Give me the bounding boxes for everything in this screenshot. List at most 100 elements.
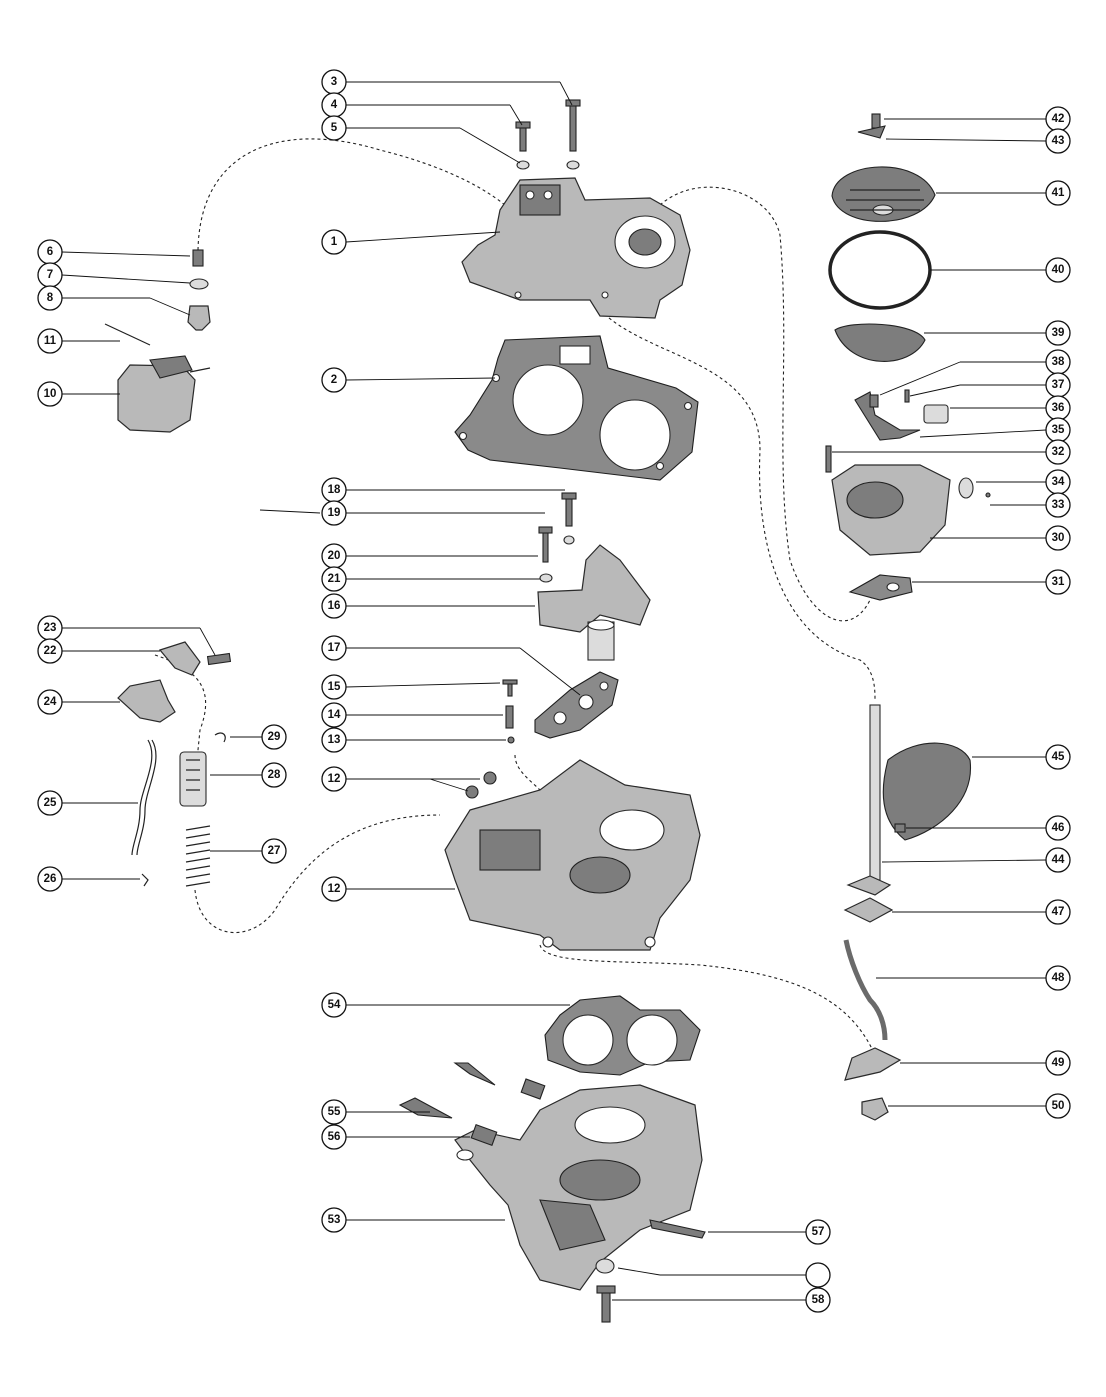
svg-text:40: 40 [1052, 264, 1065, 276]
callout-31: 30 [1045, 525, 1071, 551]
parts-17-22-pump-cluster [534, 492, 651, 739]
callout-37: 36 [1045, 395, 1071, 421]
svg-text:37: 37 [1052, 379, 1065, 391]
svg-text:8: 8 [47, 292, 54, 304]
callout-49: 48 [1045, 965, 1071, 991]
svg-text:5: 5 [331, 122, 338, 134]
callout-27: 26 [37, 866, 63, 892]
part-2-gasket [454, 335, 699, 481]
svg-text:27: 27 [268, 845, 281, 857]
callout-20: 19 [321, 500, 347, 526]
part-1-air-horn [461, 177, 691, 319]
svg-text:57: 57 [812, 1226, 825, 1238]
callout-50: 49 [1045, 1050, 1071, 1076]
svg-text:18: 18 [328, 484, 341, 496]
callout-51: 50 [1045, 1093, 1071, 1119]
svg-text:11: 11 [44, 335, 57, 347]
callout-34: 33 [1045, 492, 1071, 518]
svg-text:29: 29 [268, 731, 281, 743]
svg-text:30: 30 [1052, 532, 1065, 544]
callout-15: 14 [321, 702, 347, 728]
part-12-main-body [444, 759, 701, 951]
svg-text:2: 2 [331, 374, 337, 386]
svg-text:46: 46 [1052, 822, 1065, 834]
parts-54-58-screws [398, 1062, 706, 1323]
callout-52: 53 [321, 1207, 347, 1233]
svg-text:32: 32 [1052, 446, 1065, 458]
svg-text:42: 42 [1052, 113, 1065, 125]
svg-text:34: 34 [1052, 476, 1065, 488]
callout-labels: 3 4 5 1 2 6 7 8 11 10 18 19 20 21 16 17 … [37, 69, 1071, 1313]
callout-40: 39 [1045, 320, 1071, 346]
part-53-gasket [544, 995, 701, 1076]
svg-text:12: 12 [328, 883, 341, 895]
callout-33: 32 [1045, 439, 1071, 465]
callout-24: 23 [37, 615, 63, 641]
svg-text:20: 20 [328, 550, 341, 562]
callout-7: 7 [37, 262, 63, 288]
callout-42: 41 [1045, 180, 1071, 206]
callout-21: 20 [321, 543, 347, 569]
parts-23-30-choke-cluster [117, 641, 232, 887]
callout-19: 18 [321, 477, 347, 503]
svg-text:16: 16 [328, 600, 341, 612]
svg-text:43: 43 [1052, 135, 1065, 147]
callout-2: 2 [321, 367, 347, 393]
svg-text:50: 50 [1052, 1100, 1065, 1112]
parts-31-44-pump-cover [825, 113, 991, 601]
callout-53: 54 [321, 992, 347, 1018]
svg-text:58: 58 [812, 1294, 825, 1306]
svg-text:35: 35 [1052, 424, 1065, 436]
callout-44: 43 [1045, 128, 1071, 154]
svg-text:39: 39 [1052, 327, 1065, 339]
svg-text:28: 28 [268, 769, 281, 781]
callout-57: 58 [805, 1287, 831, 1313]
callout-22: 21 [321, 566, 347, 592]
callout-5: 5 [321, 115, 347, 141]
callout-47: 46 [1045, 815, 1071, 841]
callout-25: 24 [37, 689, 63, 715]
svg-text:56: 56 [328, 1131, 341, 1143]
svg-text:12: 12 [328, 773, 341, 785]
svg-text:31: 31 [1052, 576, 1065, 588]
callout-55: 56 [321, 1124, 347, 1150]
parts-10-11-float [104, 323, 211, 433]
svg-text:45: 45 [1052, 751, 1065, 763]
callout-45: 44 [1045, 847, 1071, 873]
callout-11: 11 [37, 328, 63, 354]
callout-48: 47 [1045, 899, 1071, 925]
callout-43: 42 [1045, 106, 1071, 132]
svg-text:6: 6 [47, 246, 53, 258]
svg-text:15: 15 [328, 681, 341, 693]
parts-14-15-16-small [502, 679, 518, 744]
svg-text:4: 4 [331, 99, 338, 111]
callout-39: 38 [1045, 349, 1071, 375]
callout-1: 1 [321, 229, 347, 255]
callout-56: 57 [805, 1219, 831, 1245]
svg-text:22: 22 [44, 645, 57, 657]
callout-16: 15 [321, 674, 347, 700]
callout-38: 37 [1045, 372, 1071, 398]
svg-text:48: 48 [1052, 972, 1065, 984]
callout-3: 3 [321, 69, 347, 95]
callout-35: 34 [1045, 469, 1071, 495]
callout-32: 31 [1045, 569, 1071, 595]
svg-text:49: 49 [1052, 1057, 1065, 1069]
callout-8: 8 [37, 285, 63, 311]
svg-text:17: 17 [328, 642, 341, 654]
parts-45-51-shaft-assembly [843, 704, 971, 1121]
callout-28: 27 [261, 838, 287, 864]
callout-26: 25 [37, 790, 63, 816]
callout-18: 17 [321, 635, 347, 661]
svg-text:19: 19 [328, 507, 341, 519]
callout-46: 45 [1045, 744, 1071, 770]
callout-12: 12 [321, 876, 347, 902]
svg-text:38: 38 [1052, 356, 1065, 368]
callout-6: 6 [37, 239, 63, 265]
svg-text:21: 21 [328, 573, 341, 585]
callout-17: 16 [321, 593, 347, 619]
callout-23: 22 [37, 638, 63, 664]
svg-text:55: 55 [328, 1106, 341, 1118]
svg-text:53: 53 [328, 1214, 341, 1226]
